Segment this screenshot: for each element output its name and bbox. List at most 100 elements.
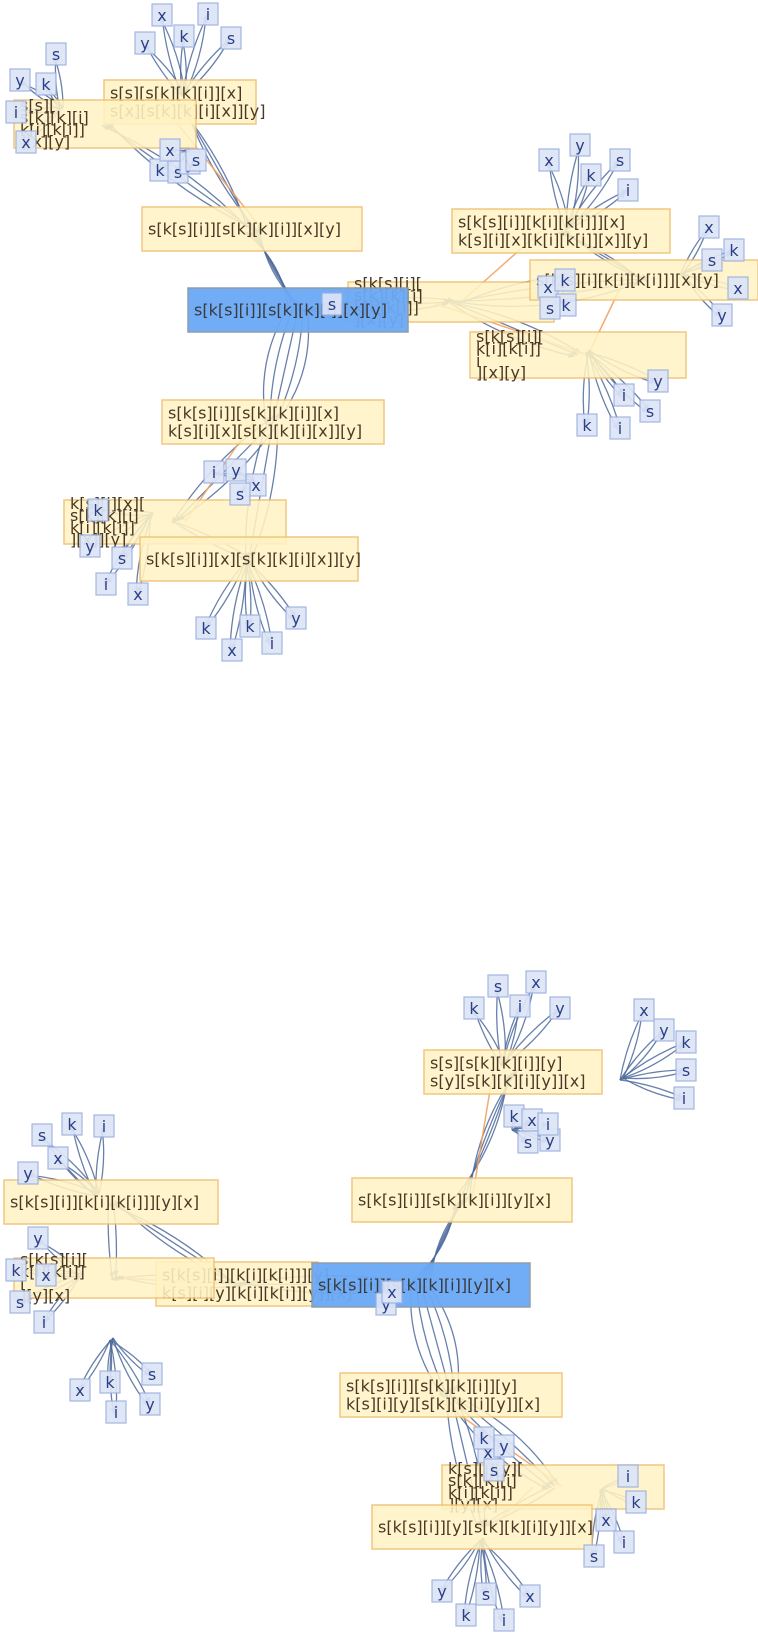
leaf-node[interactable]: y: [653, 1018, 675, 1042]
leaf-node[interactable]: x: [538, 148, 560, 172]
expression-node-e1[interactable]: s[s][s[k][k][i]][y]s[y][s[k][k][i][y]][x…: [423, 1049, 603, 1095]
leaf-node[interactable]: i: [197, 2, 219, 26]
leaf-node[interactable]: k: [473, 1426, 495, 1450]
leaf-node[interactable]: y: [139, 1392, 161, 1416]
leaf-node[interactable]: y: [79, 534, 101, 558]
expression-node-b1[interactable]: s[k[s][i]][k[i][k[i]]][x]k[s][i][x][k[i]…: [451, 208, 671, 254]
leaf-node[interactable]: k: [61, 1112, 83, 1136]
leaf-node[interactable]: s: [45, 42, 67, 66]
expression-node-b2[interactable]: s[k[s][i]][s[k][k][i]][x]k[s][i][x][s[k]…: [161, 399, 385, 445]
leaf-node[interactable]: s: [229, 482, 251, 506]
leaf-node[interactable]: x: [525, 970, 547, 994]
leaf-node[interactable]: x: [381, 1280, 403, 1304]
leaf-node[interactable]: k: [239, 614, 261, 638]
leaf-node[interactable]: k: [554, 268, 576, 292]
root-node[interactable]: s[k[s][i]][s[k][k][i]][x][y]: [187, 287, 409, 333]
leaf-node[interactable]: y: [549, 996, 571, 1020]
leaf-node[interactable]: x: [35, 1263, 57, 1287]
leaf-node[interactable]: y: [17, 1161, 39, 1185]
leaf-node[interactable]: x: [727, 276, 749, 300]
leaf-node[interactable]: y: [569, 133, 591, 157]
leaf-node[interactable]: i: [203, 460, 225, 484]
leaf-node[interactable]: s: [475, 1582, 497, 1606]
leaf-node[interactable]: i: [33, 1310, 55, 1334]
leaf-node[interactable]: s: [583, 1544, 605, 1568]
leaf-node[interactable]: y: [711, 303, 733, 327]
leaf-node[interactable]: y: [493, 1434, 515, 1458]
leaf-node[interactable]: i: [493, 1608, 515, 1632]
leaf-node[interactable]: k: [149, 158, 171, 182]
leaf-node[interactable]: i: [261, 631, 283, 655]
leaf-node[interactable]: s: [111, 546, 133, 570]
leaf-node[interactable]: i: [93, 1114, 115, 1138]
leaf-node[interactable]: i: [509, 994, 531, 1018]
leaf-node[interactable]: s: [220, 26, 242, 50]
leaf-node[interactable]: k: [5, 1258, 27, 1282]
leaf-node[interactable]: s: [31, 1123, 53, 1147]
leaf-node[interactable]: k: [576, 413, 598, 437]
leaf-node[interactable]: i: [617, 1464, 639, 1488]
leaf-node[interactable]: s: [141, 1362, 163, 1386]
leaf-node[interactable]: k: [35, 72, 57, 96]
leaf-node[interactable]: s: [701, 248, 723, 272]
leaf-node[interactable]: s: [639, 399, 661, 423]
leaf-node[interactable]: y: [431, 1579, 453, 1603]
leaf-node[interactable]: k: [580, 163, 602, 187]
expression-node-g3[interactable]: s[k[s][i]][y][s[k][k][i][y]][x]: [371, 1504, 593, 1550]
leaf-node[interactable]: s: [517, 1130, 539, 1154]
root-node[interactable]: s[k[s][i]][s[k][k][i]][y][x]: [311, 1262, 531, 1308]
leaf-node[interactable]: i: [613, 1530, 635, 1554]
leaf-node[interactable]: x: [69, 1378, 91, 1402]
leaf-node[interactable]: k: [87, 498, 109, 522]
leaf-node[interactable]: s: [321, 292, 343, 316]
leaf-node[interactable]: k: [455, 1603, 477, 1627]
leaf-node[interactable]: i: [537, 1112, 559, 1136]
leaf-node[interactable]: k: [173, 24, 195, 48]
leaf-node[interactable]: s: [487, 974, 509, 998]
leaf-node[interactable]: i: [95, 572, 117, 596]
leaf-node-box: [576, 413, 598, 437]
expression-node-e3[interactable]: s[k[s][i]][k[i][k[i]]][y][x]: [3, 1179, 219, 1225]
leaf-node[interactable]: y: [27, 1226, 49, 1250]
leaf-node[interactable]: s: [539, 296, 561, 320]
leaf-node[interactable]: y: [285, 606, 307, 630]
leaf-node[interactable]: y: [134, 31, 156, 55]
leaf-node[interactable]: i: [5, 100, 27, 124]
leaf-node[interactable]: k: [625, 1490, 647, 1514]
leaf-node[interactable]: s: [609, 148, 631, 172]
leaf-node[interactable]: x: [127, 582, 149, 606]
leaf-node[interactable]: i: [673, 1086, 695, 1110]
expression-node-g1[interactable]: s[k[s][i]][s[k][k][i]][y]k[s][i][y][s[k]…: [339, 1372, 563, 1418]
leaf-node[interactable]: i: [105, 1400, 127, 1424]
leaf-node[interactable]: x: [221, 638, 243, 662]
leaf-node[interactable]: s: [675, 1058, 697, 1082]
expression-node-d2[interactable]: s[k[s][i]][x][s[k][k][i][x]][y]: [139, 536, 361, 582]
leaf-node[interactable]: k: [195, 616, 217, 640]
leaf-node[interactable]: x: [595, 1508, 617, 1532]
leaf-node[interactable]: x: [159, 138, 181, 162]
expression-node-a2[interactable]: s[k[s][i]][s[k][k][i]][x][y]: [141, 206, 363, 252]
expression-node-c3[interactable]: s[k[s][i][k[i][k[i]]i][x][y]: [469, 327, 687, 382]
leaf-node[interactable]: x: [15, 130, 37, 154]
leaf-node[interactable]: k: [503, 1104, 525, 1128]
leaf-node[interactable]: x: [519, 1584, 541, 1608]
leaf-node[interactable]: s: [9, 1290, 31, 1314]
leaf-node[interactable]: k: [99, 1370, 121, 1394]
leaf-node[interactable]: i: [617, 178, 639, 202]
leaf-node[interactable]: k: [675, 1030, 697, 1054]
leaf-node[interactable]: x: [633, 998, 655, 1022]
leaf-node[interactable]: y: [225, 458, 247, 482]
leaf-node[interactable]: x: [151, 3, 173, 27]
leaf-node[interactable]: i: [613, 383, 635, 407]
leaf-node[interactable]: x: [698, 215, 720, 239]
leaf-node[interactable]: s: [483, 1458, 505, 1482]
leaf-node[interactable]: y: [647, 369, 669, 393]
leaf-node[interactable]: i: [609, 416, 631, 440]
leaf-node[interactable]: k: [463, 996, 485, 1020]
leaf-node[interactable]: y: [9, 68, 31, 92]
leaf-node[interactable]: k: [723, 238, 745, 262]
leaf-node-box: [554, 268, 576, 292]
leaf-node[interactable]: s: [185, 148, 207, 172]
expression-node-e2[interactable]: s[k[s][i]][s[k][k][i]][y][x]: [351, 1177, 573, 1223]
leaf-node[interactable]: x: [47, 1146, 69, 1170]
